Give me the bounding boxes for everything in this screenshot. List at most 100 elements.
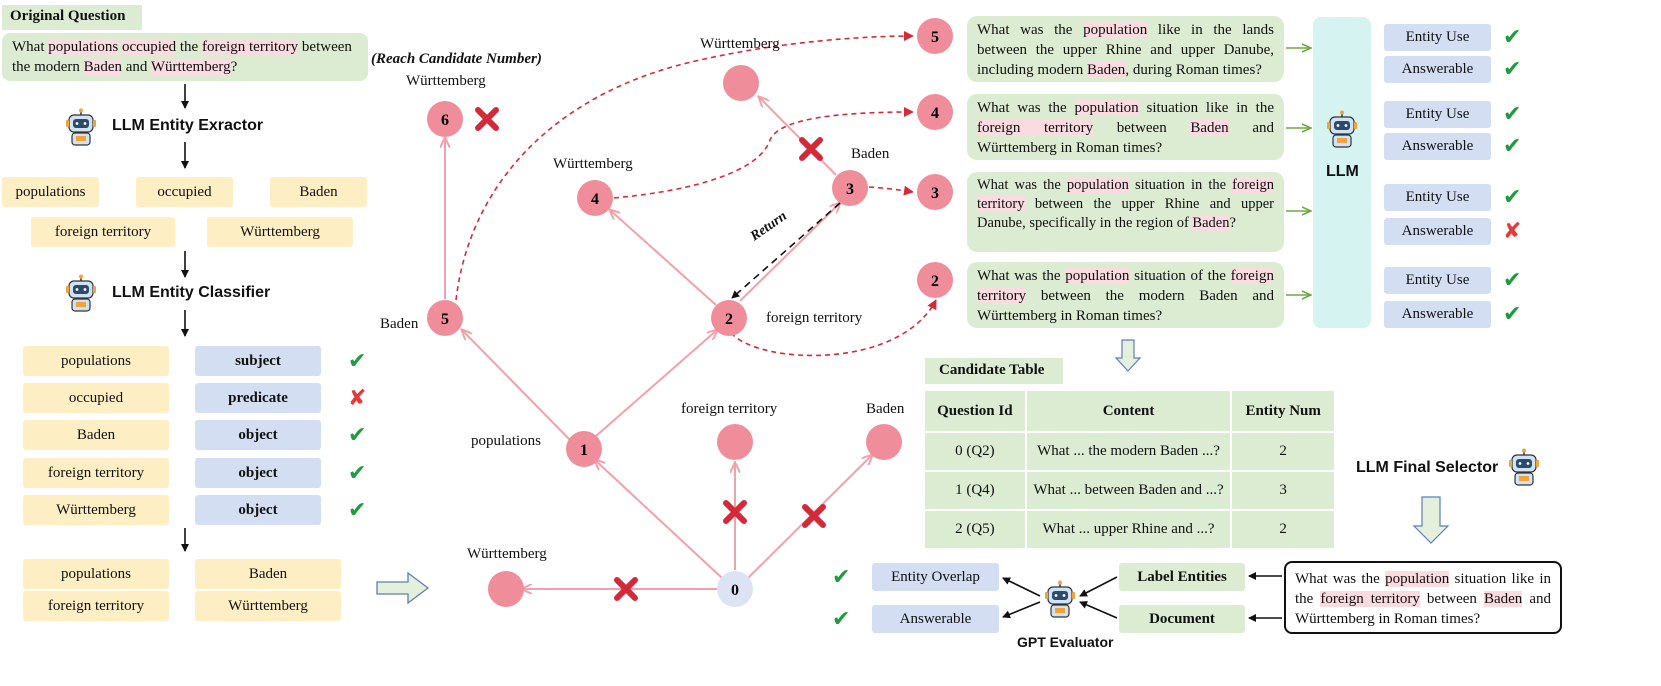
table-cell: 1 (Q4) bbox=[923, 470, 1027, 511]
extracted-entity: occupied bbox=[136, 177, 233, 207]
node-3-label: 3 bbox=[846, 181, 854, 198]
text: between the modern Baden and Württemberg… bbox=[977, 288, 1274, 324]
text: , during Roman times? bbox=[1125, 62, 1262, 78]
entity-highlight: population bbox=[1066, 177, 1129, 193]
table-cell: 2 bbox=[1230, 509, 1336, 550]
kept-entity: foreign territory bbox=[23, 591, 169, 621]
q-part: the bbox=[176, 39, 202, 55]
text: What was the bbox=[977, 100, 1075, 116]
answerable-pill: Answerable bbox=[1384, 133, 1491, 160]
q-entity-wurttemberg: Württemberg bbox=[150, 59, 231, 75]
robot-icon bbox=[66, 108, 96, 146]
classified-entity: foreign territory bbox=[23, 458, 169, 488]
document-box: Document bbox=[1119, 605, 1245, 633]
node-label: populations bbox=[471, 433, 541, 449]
check-icon: ✔ bbox=[348, 497, 367, 522]
table-header: Content bbox=[1024, 389, 1233, 433]
check-icon: ✔ bbox=[348, 348, 367, 373]
robot-icon bbox=[66, 274, 96, 312]
tree-node-leaf-top bbox=[723, 65, 759, 101]
entity-use-pill: Entity Use bbox=[1384, 101, 1491, 128]
classifier-label: LLM Entity Classifier bbox=[112, 284, 271, 301]
candidate-question: What was the population situation like i… bbox=[967, 94, 1284, 160]
tree-node-leaf-left bbox=[488, 571, 524, 607]
table-cell: What ... between Baden and ...? bbox=[1024, 470, 1233, 511]
classified-entity: populations bbox=[23, 346, 169, 376]
node-label: Baden bbox=[851, 146, 890, 162]
candidate-node-label: 2 bbox=[931, 273, 939, 290]
classified-entity: Württemberg bbox=[23, 495, 169, 525]
check-icon: ✔ bbox=[1503, 56, 1522, 81]
down-arrow-to-table bbox=[1114, 339, 1142, 372]
text: ? bbox=[1229, 215, 1236, 231]
text: situation like in the bbox=[1138, 100, 1274, 116]
entity-highlight: population bbox=[1074, 100, 1139, 116]
node-label: foreign territory bbox=[766, 310, 863, 326]
q-part: ? bbox=[230, 59, 238, 75]
check-icon: ✔ bbox=[348, 460, 367, 485]
tree-node-1: 1 bbox=[566, 431, 602, 467]
entity-overlap-pill: Entity Overlap bbox=[872, 563, 999, 591]
cross-icon: ✘ bbox=[1503, 218, 1522, 243]
reach-candidate-label: (Reach Candidate Number) bbox=[371, 51, 542, 67]
text: What was the bbox=[1295, 571, 1386, 587]
answerable-pill: Answerable bbox=[1384, 301, 1491, 328]
table-cell: 2 bbox=[1230, 431, 1336, 472]
text: and Württemberg in Roman times? bbox=[1295, 591, 1551, 627]
node-2-label: 2 bbox=[725, 311, 733, 328]
original-question-title: Original Question bbox=[2, 5, 142, 30]
check-icon: ✔ bbox=[1503, 184, 1522, 209]
node-4-label: 4 bbox=[591, 191, 599, 208]
entity-role: predicate bbox=[195, 383, 321, 413]
final-question: What was the population situation like i… bbox=[1284, 561, 1562, 634]
node-1-label: 1 bbox=[580, 442, 588, 459]
robot-icon bbox=[1327, 110, 1357, 148]
tree-node-5: 5 bbox=[427, 300, 463, 336]
q-part: What bbox=[12, 39, 49, 55]
table-row: 0 (Q2) What ... the modern Baden ...? 2 bbox=[923, 431, 1336, 472]
original-question: What populations occupied the foreign te… bbox=[2, 33, 368, 81]
check-icon: ✔ bbox=[1503, 267, 1522, 292]
extractor-label: LLM Entity Exractor bbox=[112, 117, 264, 134]
check-icon: ✔ bbox=[1503, 301, 1522, 326]
robot-icon bbox=[1509, 448, 1539, 486]
entity-highlight: foreign territory bbox=[977, 120, 1094, 136]
candidate-node-2: 2 bbox=[917, 262, 953, 298]
text: situation like in the bbox=[1295, 571, 1552, 607]
entity-role: object bbox=[195, 495, 321, 525]
candidate-question: What was the population like in the land… bbox=[967, 16, 1284, 82]
text: like in the lands between the upper Rhin… bbox=[977, 22, 1274, 78]
node-label: foreign territory bbox=[681, 401, 778, 417]
table-header: Entity Num bbox=[1230, 389, 1336, 433]
answerable-pill: Answerable bbox=[1384, 218, 1491, 245]
table-cell: 3 bbox=[1230, 470, 1336, 511]
node-label: Baden bbox=[380, 316, 419, 332]
tree-node-6: 6 bbox=[427, 101, 463, 137]
extracted-entity: foreign territory bbox=[31, 217, 175, 247]
node-label: Württemberg bbox=[467, 546, 547, 562]
candidate-node-label: 4 bbox=[931, 105, 939, 122]
entity-role: subject bbox=[195, 346, 321, 376]
table-cell: What ... upper Rhine and ...? bbox=[1024, 509, 1233, 550]
node-label: Baden bbox=[866, 401, 905, 417]
node-0-label: 0 bbox=[731, 582, 739, 599]
check-icon: ✔ bbox=[348, 422, 367, 447]
classified-entity: occupied bbox=[23, 383, 169, 413]
check-icon: ✔ bbox=[832, 564, 851, 589]
entity-role: object bbox=[195, 420, 321, 450]
llm-column bbox=[1313, 17, 1371, 328]
tree-node-3: 3 bbox=[832, 170, 868, 206]
llm-label: LLM bbox=[1326, 163, 1359, 180]
entity-highlight: foreign territory bbox=[1320, 591, 1420, 607]
table-header-row: Question Id Content Entity Num bbox=[923, 389, 1336, 433]
tree-node-leaf-right bbox=[866, 424, 902, 460]
kept-entity: Württemberg bbox=[195, 591, 341, 621]
text: situation of the bbox=[1129, 268, 1231, 284]
entity-use-pill: Entity Use bbox=[1384, 24, 1491, 51]
check-icon: ✔ bbox=[1503, 101, 1522, 126]
text: What was the bbox=[977, 268, 1066, 284]
final-selector-label: LLM Final Selector bbox=[1356, 459, 1499, 476]
table-row: 2 (Q5) What ... upper Rhine and ...? 2 bbox=[923, 509, 1336, 550]
check-icon: ✔ bbox=[1503, 24, 1522, 49]
